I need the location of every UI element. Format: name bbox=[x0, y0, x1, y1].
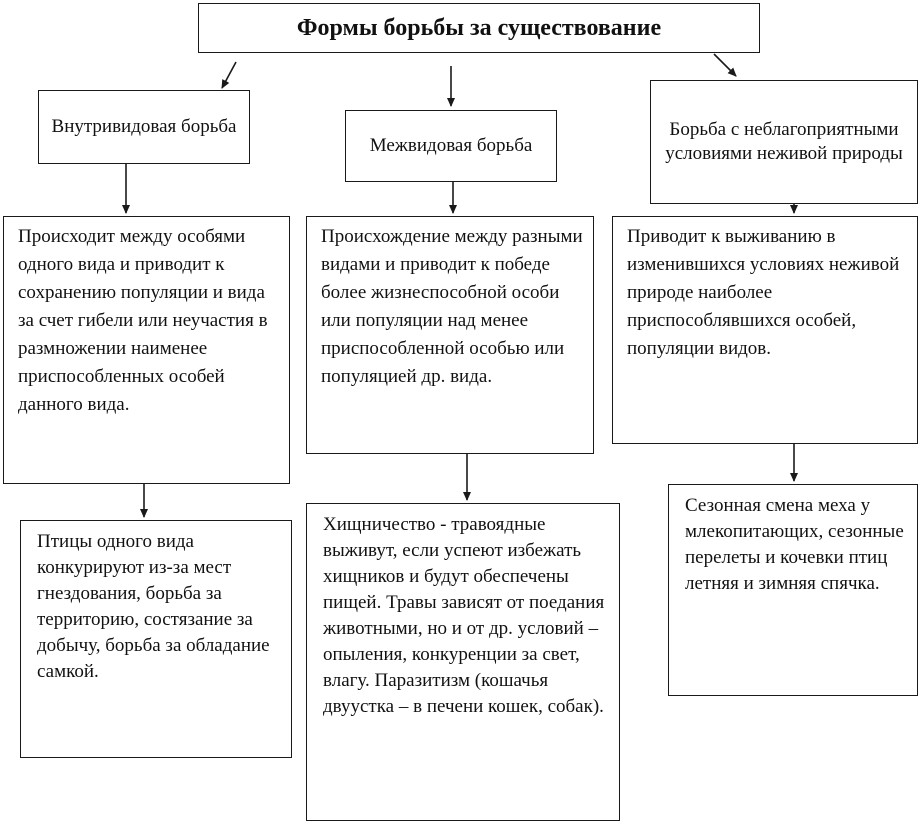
arrow-title-to-intra bbox=[221, 61, 237, 89]
intraspecific-description-box: Происходит между особями одного вида и п… bbox=[3, 216, 290, 484]
intraspecific-examples-box: Птицы одного вида конкурируют из-за мест… bbox=[20, 520, 292, 758]
interspecific-examples: Хищничество - травоядные выживут, если у… bbox=[323, 514, 605, 717]
abiotic-description-box: Приводит к выживанию в изменившихся усло… bbox=[612, 216, 918, 444]
diagram-title: Формы борьбы за существование bbox=[198, 3, 760, 53]
abiotic-examples-box: Сезонная смена меха у млекопитающих, сез… bbox=[668, 484, 918, 696]
abiotic-heading: Борьба с неблагоприятными условиями нежи… bbox=[665, 119, 903, 164]
interspecific-description: Происхождение между разными видами и при… bbox=[321, 226, 583, 387]
interspecific-heading: Межвидовая борьба bbox=[369, 135, 533, 156]
abiotic-description: Приводит к выживанию в изменившихся усло… bbox=[627, 226, 900, 359]
interspecific-examples-box: Хищничество - травоядные выживут, если у… bbox=[306, 503, 620, 821]
intraspecific-description: Происходит между особями одного вида и п… bbox=[18, 226, 268, 415]
intraspecific-examples: Птицы одного вида конкурируют из-за мест… bbox=[37, 531, 270, 682]
abiotic-heading-box: Борьба с неблагоприятными условиями нежи… bbox=[650, 80, 918, 204]
interspecific-description-box: Происхождение между разными видами и при… bbox=[306, 216, 594, 454]
diagram-title-text: Формы борьбы за существование bbox=[296, 14, 662, 41]
interspecific-heading-box: Межвидовая борьба bbox=[345, 110, 557, 182]
arrow-title-to-abiotic bbox=[713, 53, 737, 77]
abiotic-examples: Сезонная смена меха у млекопитающих, сез… bbox=[685, 495, 904, 594]
intraspecific-heading: Внутривидовая борьба bbox=[51, 116, 237, 137]
intraspecific-heading-box: Внутривидовая борьба bbox=[38, 90, 250, 164]
